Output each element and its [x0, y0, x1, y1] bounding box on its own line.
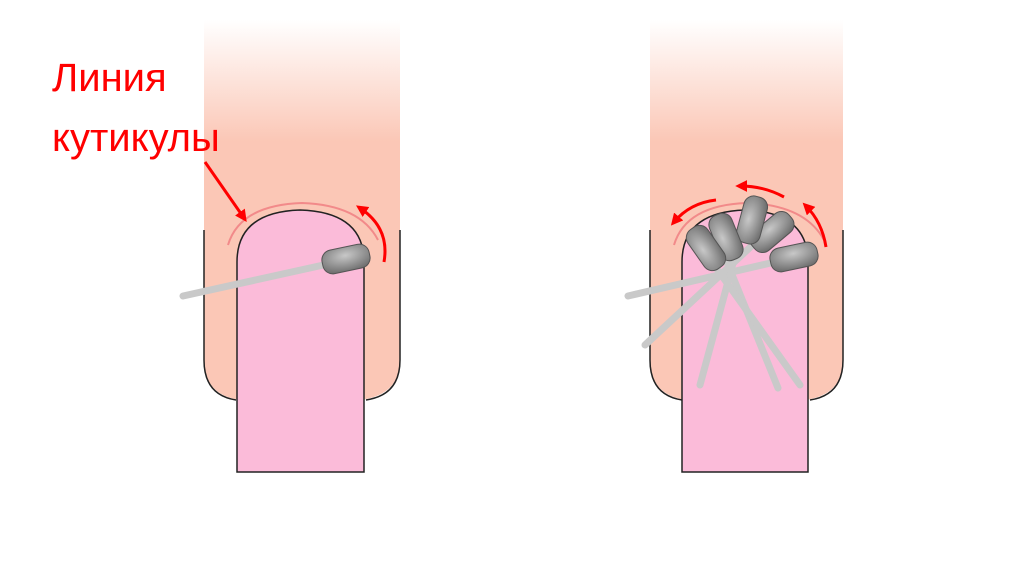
right-direction-arrow-3-icon: [670, 198, 717, 226]
right-direction-arrow-2-icon: [735, 180, 785, 199]
right-drill-head-5: [685, 224, 727, 272]
left-cuticle-line: [227, 201, 379, 246]
left-drill-head: [321, 243, 371, 275]
cuticle-label-line-2: кутикулы: [52, 116, 220, 160]
right-finger-outline: [649, 230, 844, 401]
left-drill-bit: [179, 243, 371, 300]
cuticle-pointer-arrow-icon: [203, 161, 247, 222]
right-direction-arrow-1-icon: [802, 202, 828, 248]
right-drill-head-2: [749, 210, 795, 254]
right-drill-bits: [624, 195, 819, 392]
left-drill-shank: [179, 260, 332, 300]
right-drill-head-3: [735, 195, 769, 245]
right-drill-shank-1: [624, 258, 779, 300]
left-finger-outline: [203, 230, 401, 401]
left-finger: [179, 20, 401, 473]
right-finger: [624, 20, 844, 473]
left-direction-arrow-icon: [356, 205, 387, 263]
cuticle-label-line-1: Линия: [52, 56, 167, 100]
right-drill-shank-5: [698, 244, 804, 389]
right-drill-head-1: [769, 241, 819, 273]
